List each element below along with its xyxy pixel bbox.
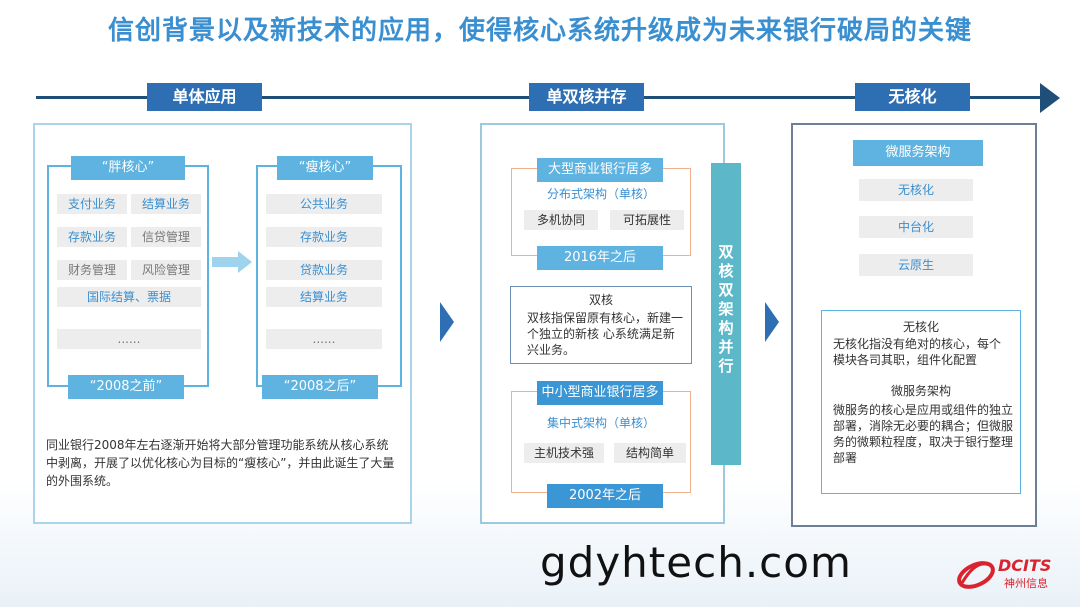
dcits-logo-icon (957, 561, 995, 589)
page-title: 信创背景以及新技术的应用，使得核心系统升级成为未来银行破局的关键 (107, 16, 972, 46)
fat-core-item: ...... (57, 329, 201, 349)
large-bank-header: 大型商业银行居多 (537, 158, 663, 182)
small-bank-item: 主机技术强 (524, 443, 604, 463)
microservice-detail-title: 微服务架构 (890, 384, 951, 398)
stage-label-monolith: 单体应用 (147, 83, 262, 111)
dual-core-title: 双核 (588, 293, 613, 307)
coreless-detail-title: 无核化 (902, 320, 939, 334)
right-arrow-icon (212, 251, 252, 273)
stage-label-dual-core: 单双核并存 (529, 83, 644, 111)
chevron-right-icon (440, 302, 454, 342)
microservice-detail-text: 微服务的核心是应用或组件的独立部署，消除无必要的耦合；但微服务的微颗粒程度，取决… (833, 403, 1014, 465)
thin-core-item: 存款业务 (266, 227, 382, 247)
dual-arch-vertical-text: 双核双架构并行 (718, 243, 734, 375)
thin-core-item: 结算业务 (266, 287, 382, 307)
thin-core-tag: “2008之后” (262, 375, 378, 399)
thin-core-item: ...... (266, 329, 382, 349)
fat-core-tag: “2008之前” (68, 375, 184, 399)
logo-subtitle: 神州信息 (1004, 577, 1048, 590)
small-bank-arch: 集中式架构（单核） (546, 416, 655, 430)
large-bank-arch: 分布式架构（单核） (546, 187, 655, 201)
small-bank-header: 中小型商业银行居多 (537, 381, 663, 405)
large-bank-item: 多机协同 (524, 210, 598, 230)
fat-core-item: 国际结算、票据 (57, 287, 201, 307)
coreless-item: 无核化 (859, 179, 973, 201)
coreless-item: 中台化 (859, 216, 973, 238)
small-bank-item: 结构简单 (614, 443, 686, 463)
large-bank-item: 可拓展性 (610, 210, 684, 230)
thin-core-item: 贷款业务 (266, 260, 382, 280)
fat-core-item: 支付业务 (57, 194, 127, 214)
coreless-item: 云原生 (859, 254, 973, 276)
fat-core-label: “胖核心” (71, 156, 185, 180)
dual-core-box (510, 286, 692, 364)
microservice-header: 微服务架构 (853, 140, 983, 166)
chevron-right-icon (765, 302, 779, 342)
coreless-detail-text: 无核化指没有绝对的核心，每个模块各司其职，组件化配置 (833, 337, 1002, 367)
small-bank-tag: 2002年之后 (547, 484, 663, 508)
thin-core-label: “瘦核心” (277, 156, 373, 180)
fat-core-item: 财务管理 (57, 260, 127, 280)
small-bank-box (511, 391, 691, 493)
fat-core-item: 结算业务 (131, 194, 201, 214)
fat-core-item: 信贷管理 (131, 227, 201, 247)
monolith-description: 同业银行2008年左右逐渐开始将大部分管理功能系统从核心系统中剥离，开展了以优化… (46, 438, 395, 488)
coreless-detail-box (821, 310, 1021, 494)
fat-core-item: 风险管理 (131, 260, 201, 280)
watermark: gdyhtech.com (540, 538, 852, 587)
stage-label-coreless: 无核化 (855, 83, 970, 111)
dual-core-text: 双核指保留原有核心，新建一个独立的新核 心系统满足新兴业务。 (527, 311, 684, 357)
fat-core-item: 存款业务 (57, 227, 127, 247)
thin-core-item: 公共业务 (266, 194, 382, 214)
dual-arch-vertical-bar: 双核双架构并行 (711, 163, 741, 465)
timeline-arrow-icon (1040, 83, 1060, 113)
large-bank-tag: 2016年之后 (537, 246, 663, 270)
logo-brand: DCITS (998, 556, 1052, 575)
